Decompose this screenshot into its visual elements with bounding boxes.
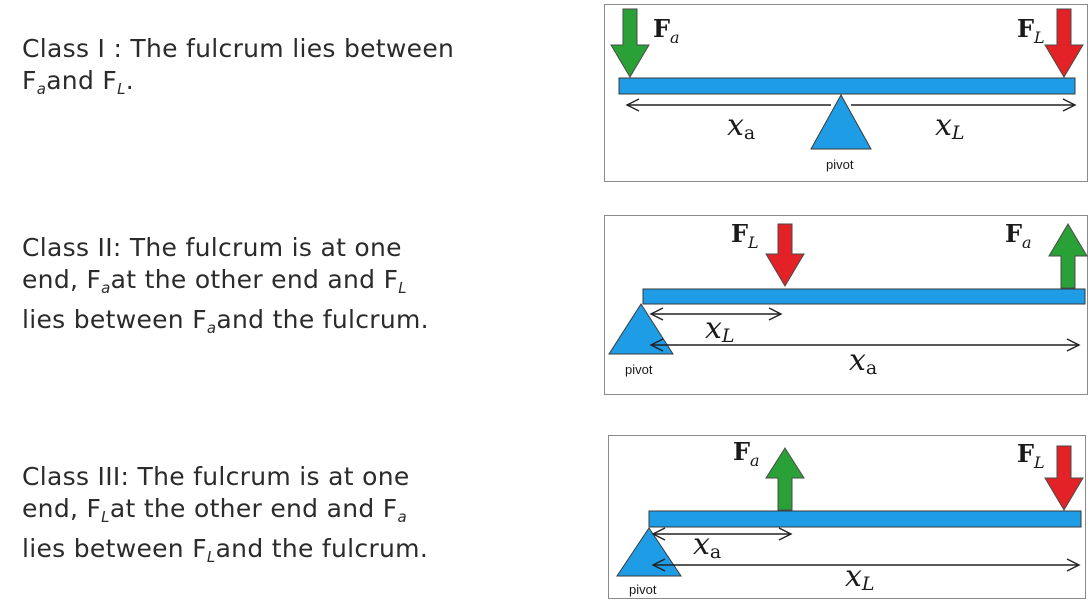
class-1-diagram: Fa FL xa xL pivot [604, 4, 1088, 182]
lever-bar [642, 288, 1086, 305]
class-1-description: Class I : The fulcrum lies between Faand… [22, 33, 582, 105]
dist-L-arrowhead-right [768, 307, 783, 321]
pivot-label: pivot [629, 582, 657, 597]
dist-L-arrowhead-left [651, 558, 666, 572]
pivot-label: pivot [826, 157, 854, 172]
class-3-svg: Fa FL xa xL pivot [616, 437, 1084, 597]
class-1-svg: Fa FL xa xL pivot [610, 8, 1084, 172]
effort-arrow [610, 8, 650, 78]
load-arrow [1044, 8, 1084, 78]
desc-line: lies between Faand the fulcrum. [22, 305, 429, 337]
dist-L-label: xL [845, 559, 875, 595]
desc-line: Class I : The fulcrum lies between [22, 34, 455, 63]
load-arrow [765, 223, 805, 287]
force-a-label: Fa [653, 14, 680, 47]
dist-a-arrowhead-right [1066, 338, 1081, 352]
dist-a-label: xa [727, 108, 755, 144]
desc-line: Faand FL. [22, 66, 134, 98]
dist-L-arrowhead-right [1066, 558, 1081, 572]
pivot-triangle [616, 527, 682, 577]
desc-line: Class II: The fulcrum is at one [22, 233, 402, 262]
dist-L-arrowhead-right [1062, 98, 1077, 112]
force-L-label: FL [1017, 14, 1045, 47]
class-2-svg: FL Fa xL xa pivot [608, 219, 1088, 379]
pivot-triangle [608, 303, 674, 355]
desc-line: Class III: The fulcrum is at one [22, 462, 410, 491]
dist-a-label: xa [849, 343, 877, 379]
dist-a-label: xa [693, 527, 721, 563]
desc-line: end, FLat the other end and Fa [22, 494, 407, 526]
dist-a-arrowhead-right [778, 527, 793, 541]
effort-arrow [765, 447, 805, 511]
dist-a-arrowhead-left [651, 527, 666, 541]
dist-L-arrowhead-left [649, 307, 664, 321]
desc-line: lies between FLand the fulcrum. [22, 534, 429, 566]
lever-bar [648, 510, 1082, 528]
force-L-label: FL [731, 219, 759, 252]
class-3-description: Class III: The fulcrum is at one end, FL… [22, 461, 582, 573]
force-a-label: Fa [1005, 219, 1032, 252]
dist-a-arrowhead-left [649, 338, 664, 352]
class-2-description: Class II: The fulcrum is at one end, Faa… [22, 232, 582, 344]
dist-a-arrowhead-left [625, 98, 640, 112]
pivot-label: pivot [625, 362, 653, 377]
load-arrow [1044, 445, 1084, 511]
class-2-diagram: FL Fa xL xa pivot [604, 215, 1088, 395]
dist-L-label: xL [705, 311, 735, 347]
force-a-label: Fa [733, 437, 760, 470]
pivot-triangle [810, 93, 872, 150]
dist-L-label: xL [935, 108, 965, 144]
class-3-diagram: Fa FL xa xL pivot [608, 435, 1086, 599]
lever-bar [618, 77, 1076, 95]
desc-line: end, Faat the other end and FL [22, 265, 407, 297]
force-L-label: FL [1017, 439, 1045, 472]
effort-arrow [1048, 223, 1088, 289]
